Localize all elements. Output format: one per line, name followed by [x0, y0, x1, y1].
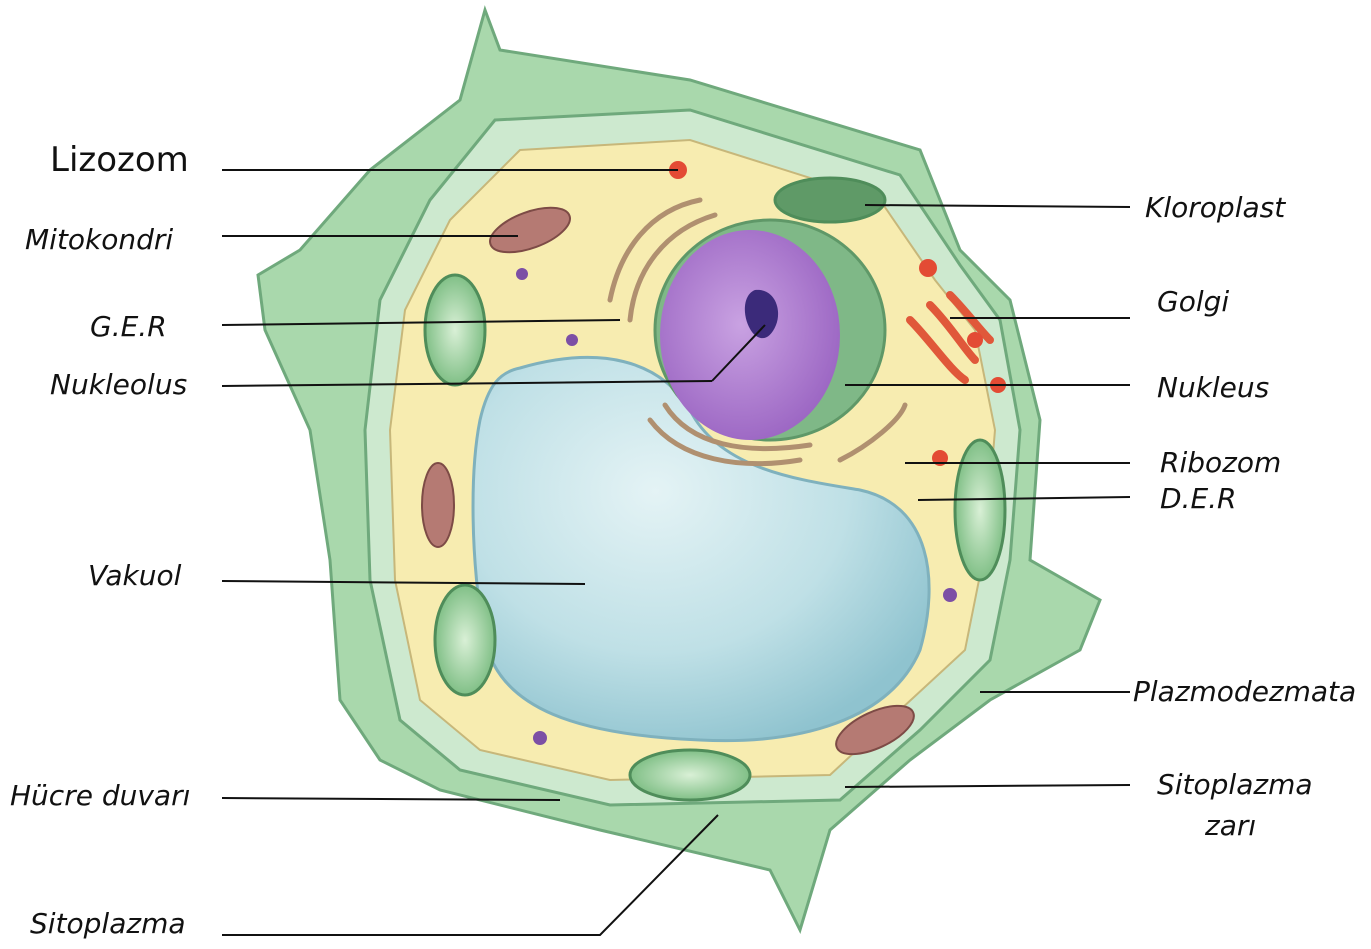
label-nukleolus: Nukleolus [50, 371, 187, 399]
nucleus [660, 230, 840, 440]
label-vakuol: Vakuol [88, 562, 181, 590]
label-ribozom: Ribozom [1160, 449, 1281, 477]
label-golgi: Golgi [1157, 288, 1229, 316]
label-kloroplast: Kloroplast [1145, 194, 1285, 222]
label-hucre-duvari: Hücre duvarı [10, 782, 190, 810]
label-ger: G.E.R [90, 313, 167, 341]
label-der: D.E.R [1160, 485, 1237, 513]
label-sitoplazma-zari-line1: Sitoplazma [1157, 771, 1313, 799]
label-sitoplazma-zari-line2: zarı [1205, 812, 1256, 840]
label-plazmodezmata: Plazmodezmata [1133, 678, 1356, 706]
label-mitokondri: Mitokondri [25, 226, 173, 254]
label-sitoplazma: Sitoplazma [30, 910, 186, 938]
label-nukleus: Nukleus [1157, 374, 1269, 402]
label-lizozom: Lizozom [50, 143, 189, 177]
